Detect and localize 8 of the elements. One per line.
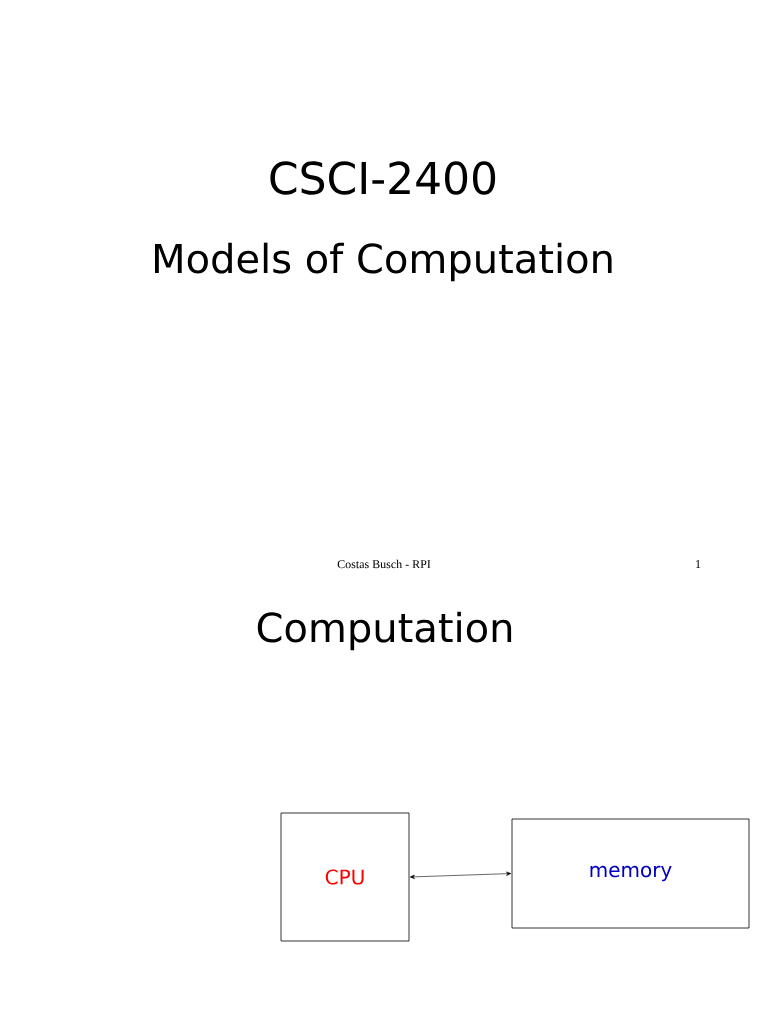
page-number: 1 [696,560,701,568]
footer-text: Costas Busch - RPI [337,559,431,569]
slide-title: Models of Computation [155,242,612,282]
arrow [409,871,512,879]
process-box: memory [511,818,750,929]
slide-title: Computation [257,611,512,651]
process-box: CPU [280,812,410,942]
slide-title: CSCI-2400 [270,161,496,195]
